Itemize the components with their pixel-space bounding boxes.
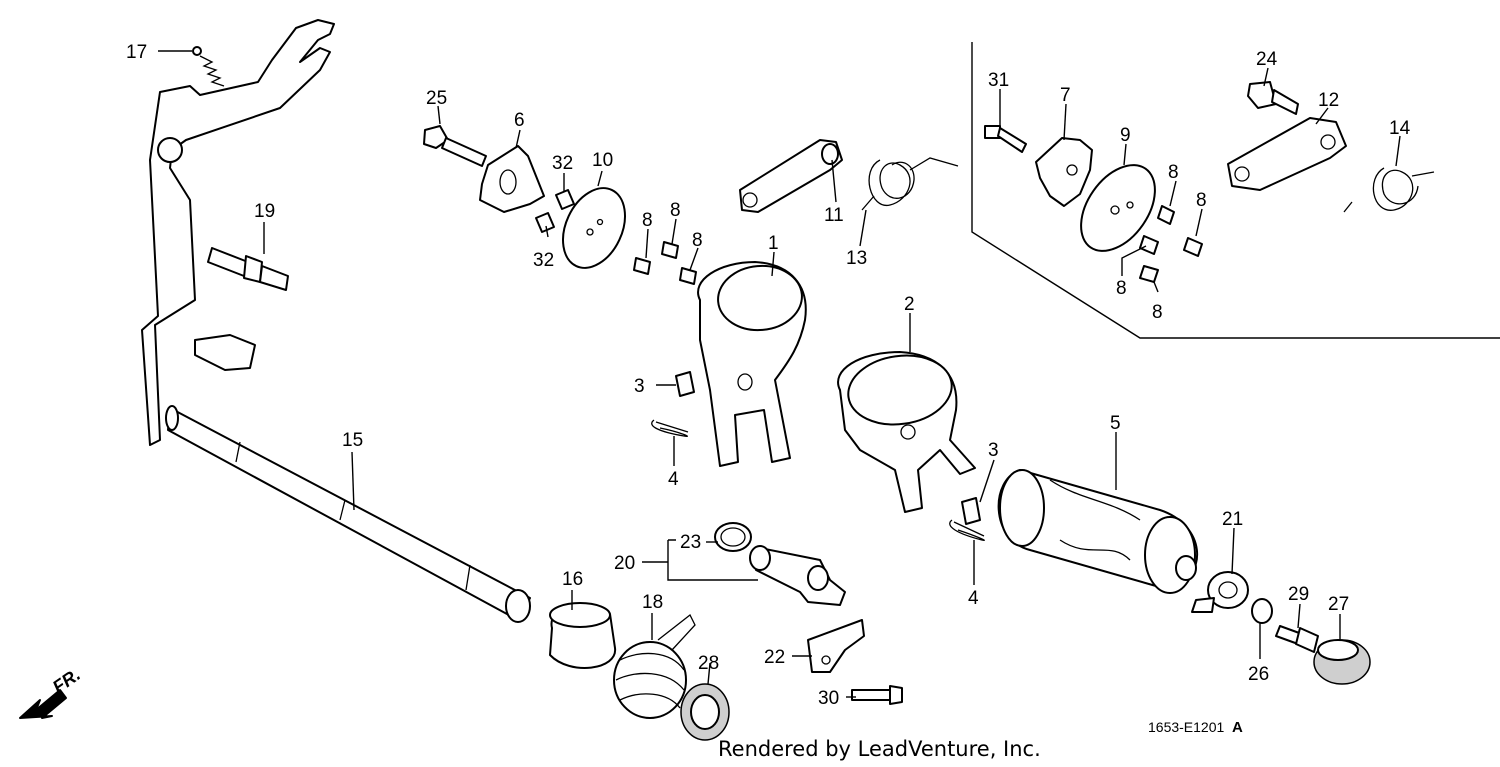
plate-9 (1080, 164, 1156, 252)
label-9: 9 (1120, 125, 1131, 146)
label-6: 6 (514, 110, 525, 131)
shift-drum-5 (997, 469, 1198, 594)
label-31: 31 (988, 70, 1009, 91)
label-8-7: 8 (1152, 302, 1163, 323)
pins-8-inset (1139, 205, 1203, 283)
plate-7 (1035, 137, 1093, 207)
label-13: 13 (846, 248, 867, 269)
bolt-24 (1247, 81, 1299, 115)
cap-27 (1313, 639, 1371, 685)
collar-16 (549, 602, 617, 669)
label-7: 7 (1060, 85, 1071, 106)
label-23: 23 (680, 532, 701, 553)
inset-border (971, 42, 1500, 339)
direction-label: FR. (49, 664, 84, 697)
label-25: 25 (426, 88, 447, 109)
return-spring-18 (613, 613, 696, 719)
label-28: 28 (698, 653, 719, 674)
label-22: 22 (764, 647, 785, 668)
label-3-right: 3 (988, 440, 999, 461)
guide-plate-22 (807, 619, 865, 673)
label-18: 18 (642, 592, 663, 613)
shift-fork-2 (837, 351, 976, 513)
label-17: 17 (126, 42, 147, 63)
label-30: 30 (818, 688, 839, 709)
label-15: 15 (342, 430, 363, 451)
label-11: 11 (824, 205, 844, 226)
bolt-30 (851, 685, 903, 705)
label-8-1: 8 (642, 210, 653, 231)
bolt-31 (984, 125, 1027, 153)
label-21: 21 (1222, 509, 1243, 530)
stopper-21 (1191, 571, 1249, 613)
label-8-6: 8 (1116, 278, 1127, 299)
label-10: 10 (592, 150, 613, 171)
spring-17 (192, 46, 225, 87)
bolt-19 (207, 247, 289, 291)
washer-26 (1251, 598, 1273, 624)
label-16: 16 (562, 569, 583, 590)
diagram-code-suffix: A (1232, 719, 1243, 736)
label-27: 27 (1328, 594, 1349, 615)
label-29: 29 (1288, 584, 1309, 605)
label-2: 2 (904, 294, 915, 315)
collar-20 (749, 545, 846, 606)
label-19: 19 (254, 201, 275, 222)
label-5: 5 (1110, 413, 1121, 434)
spring-13 (861, 157, 959, 211)
label-4-left: 4 (668, 469, 679, 490)
plate-10 (562, 187, 626, 269)
arm-11 (739, 139, 843, 213)
plate-6 (479, 145, 545, 213)
pin-3-a (675, 371, 695, 397)
front-direction-arrow: FR. (19, 664, 84, 719)
oil-seal-28 (680, 683, 730, 741)
clip-4-b (949, 519, 985, 542)
label-32-top: 32 (552, 153, 573, 174)
label-3-left: 3 (634, 376, 645, 397)
arm-12 (1227, 117, 1347, 191)
spring-14 (1343, 167, 1435, 213)
gearshift-spindle (141, 19, 531, 623)
bolt-29 (1275, 625, 1319, 653)
part-labels: 17 25 6 32 32 10 19 8 8 8 1 11 13 3 4 2 … (126, 42, 1411, 709)
label-24: 24 (1256, 49, 1278, 70)
credit-text: Rendered by LeadVenture, Inc. (718, 737, 1041, 761)
label-8-4: 8 (1168, 162, 1179, 183)
label-12: 12 (1318, 90, 1339, 111)
label-8-2: 8 (670, 200, 681, 221)
label-26: 26 (1248, 664, 1269, 685)
bolt-25 (423, 125, 487, 167)
label-8-5: 8 (1196, 190, 1207, 211)
o-ring-23 (714, 522, 752, 552)
label-8-3: 8 (692, 230, 703, 251)
clip-4-a (651, 419, 689, 438)
pins-8-left (633, 241, 697, 285)
label-14: 14 (1389, 118, 1411, 139)
shift-fork-1 (697, 261, 807, 467)
pin-3-b (961, 497, 981, 525)
label-32-bottom: 32 (533, 250, 554, 271)
diagram-code: 1653-E1201 (1148, 719, 1225, 735)
label-4-right: 4 (968, 588, 979, 609)
label-20: 20 (614, 553, 635, 574)
pins-32 (535, 189, 575, 233)
leader-lines (158, 50, 1401, 698)
label-1: 1 (768, 233, 779, 254)
